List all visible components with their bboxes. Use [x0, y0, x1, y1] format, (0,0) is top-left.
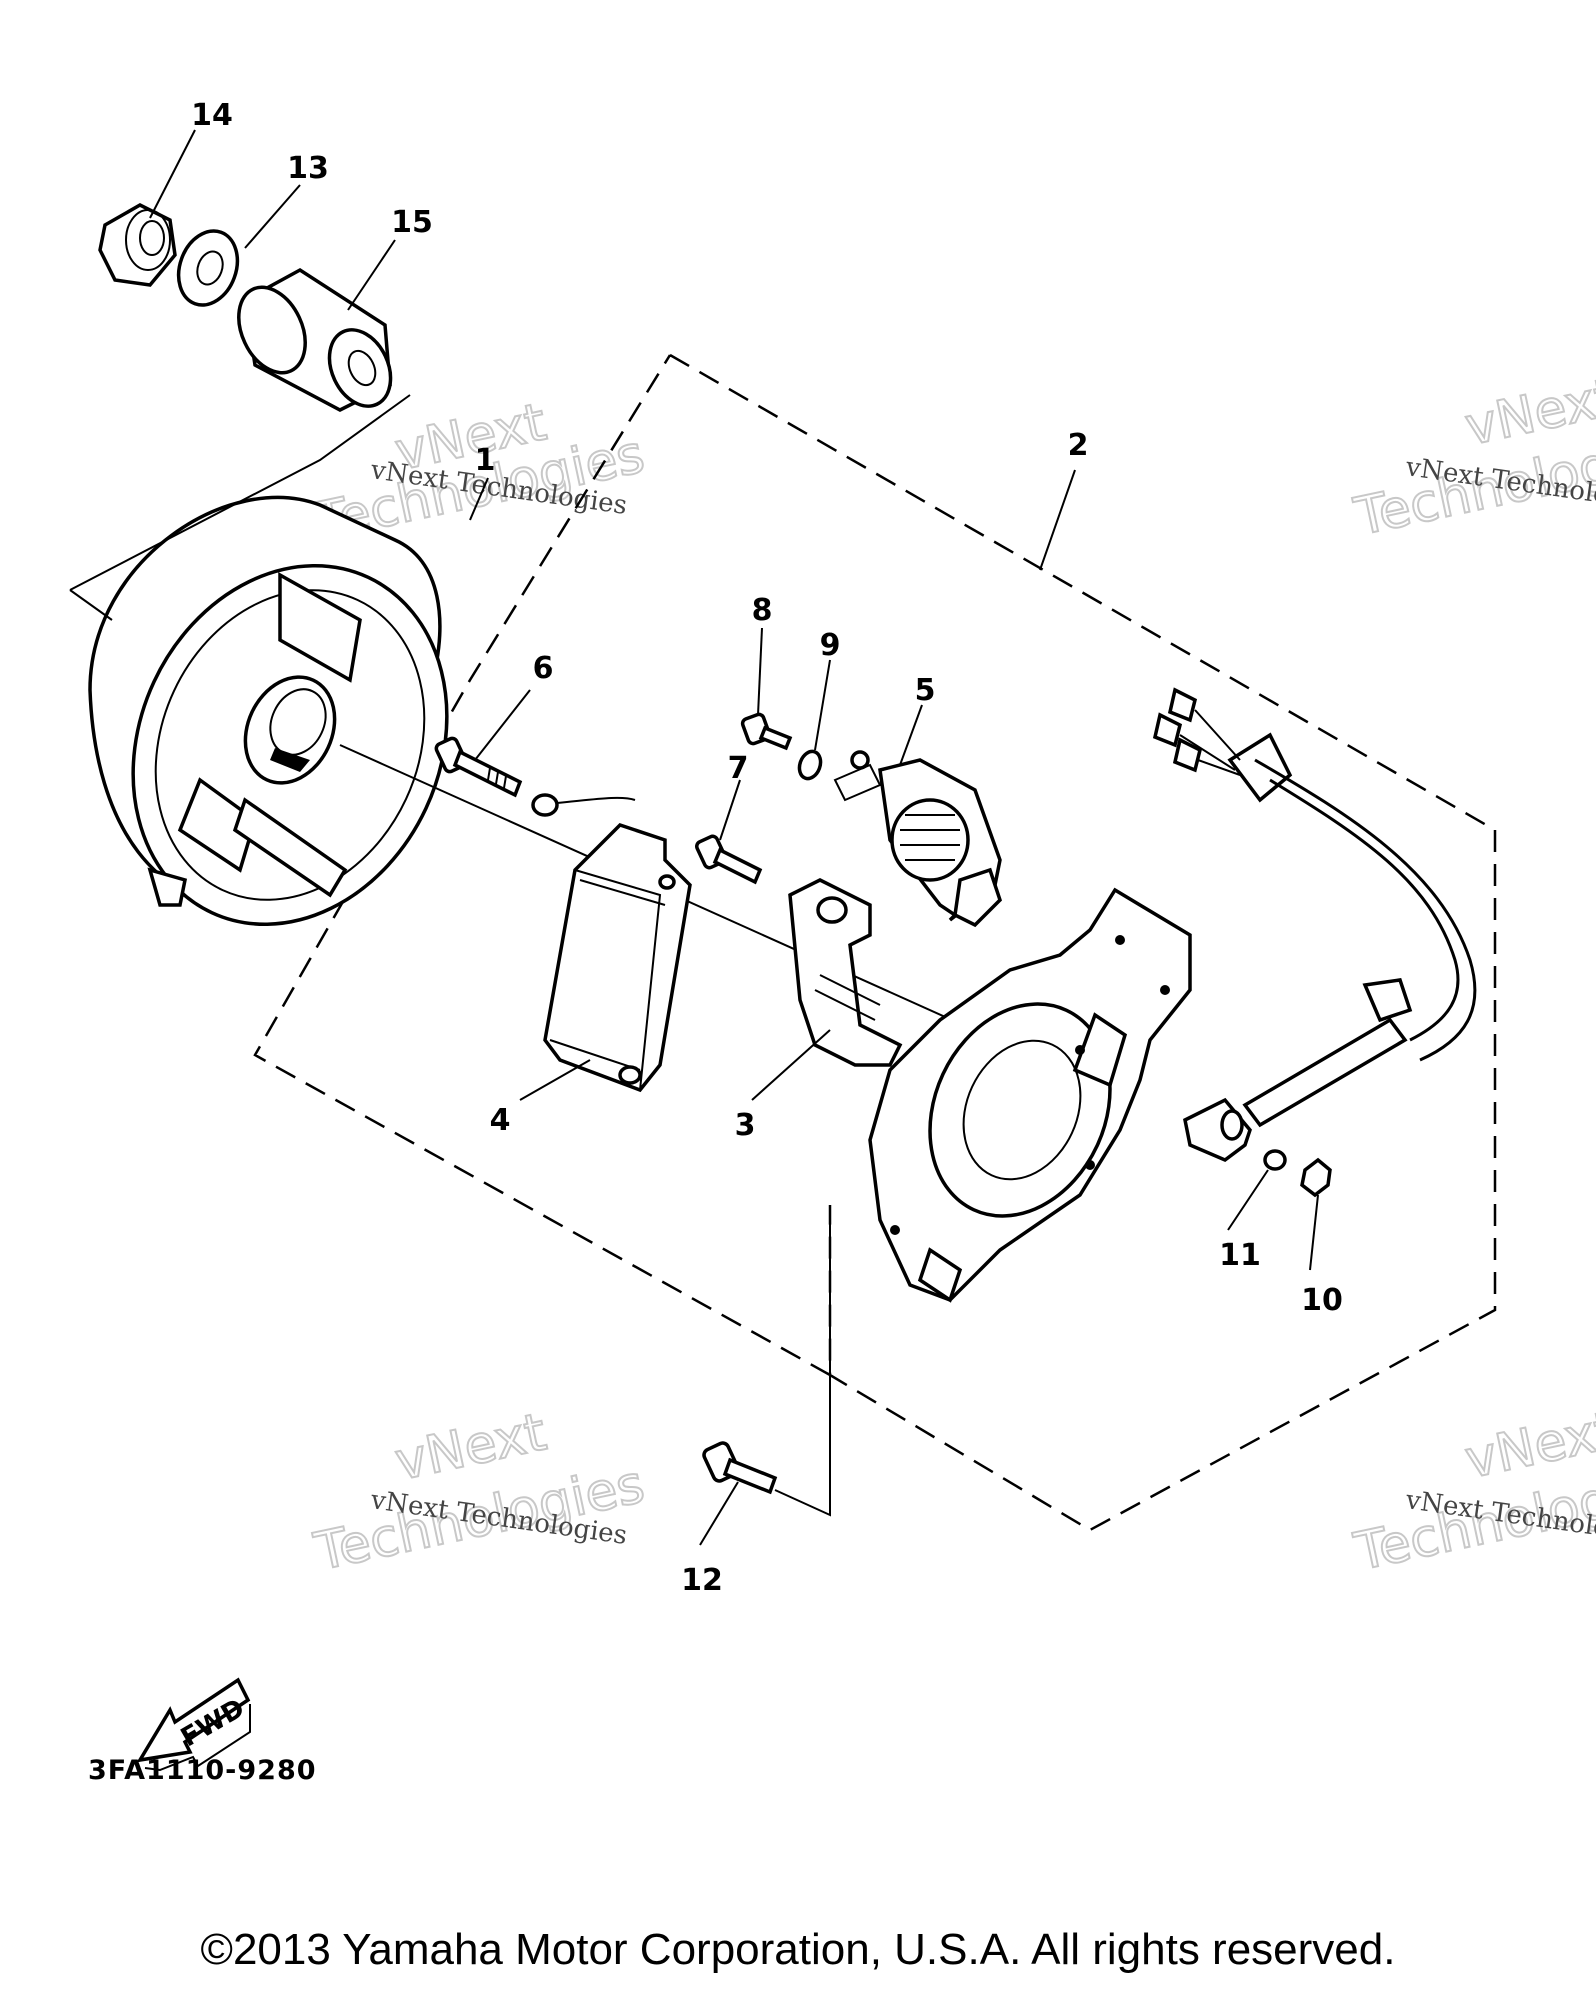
screw-12	[702, 1441, 778, 1495]
callout-11: 11	[1219, 1238, 1261, 1273]
assembly-boundary	[253, 353, 1497, 1532]
grommet-lead	[531, 793, 636, 817]
watermark-bottom-right: vNext Technologies vNext Technologies	[1348, 1399, 1596, 1583]
callout-3: 3	[735, 1108, 756, 1143]
callout-7: 7	[728, 751, 749, 786]
washer-9	[797, 749, 823, 781]
callout-2: 2	[1068, 428, 1089, 463]
washer-13	[176, 229, 240, 307]
screw-7	[695, 834, 763, 885]
callout-1: 1	[475, 443, 496, 478]
flywheel-hardware-bracket	[69, 394, 411, 621]
callout-13: 13	[287, 151, 329, 186]
copyright-notice: ©2013 Yamaha Motor Corporation, U.S.A. A…	[200, 1925, 1396, 1974]
collar-15	[237, 267, 393, 412]
lighting-coil-5	[833, 750, 1003, 928]
stator-base-plate	[868, 887, 1192, 1303]
screw-12-bracket	[774, 1205, 831, 1517]
flywheel-rotor	[88, 495, 449, 927]
callout-12: 12	[681, 1563, 723, 1598]
screw-8	[740, 712, 793, 751]
callout-4: 4	[490, 1103, 511, 1138]
nut-14	[98, 203, 177, 287]
callout-6: 6	[533, 651, 554, 686]
callout-5: 5	[915, 673, 936, 708]
diagram-code: 3FA1110-9280	[88, 1755, 317, 1786]
callout-14: 14	[191, 98, 233, 133]
washer-11	[1263, 1149, 1287, 1171]
callout-10: 10	[1301, 1283, 1343, 1318]
watermark-bottom-left: vNext Technologies vNext Technologies	[308, 1401, 650, 1583]
callout-9: 9	[820, 628, 841, 663]
pulser-coil-3	[788, 878, 903, 1067]
screw-6	[434, 736, 523, 798]
wire-harness	[1152, 687, 1477, 1163]
screw-10	[1300, 1157, 1332, 1198]
callout-numbers: 1 2 3 4 5 6 7 8 9 10 11 12 13 14 15	[191, 98, 1343, 1598]
callout-15: 15	[391, 205, 433, 240]
leader-lines	[149, 129, 1319, 1546]
watermark-top-right: vNext Technologies vNext Technologies	[1348, 366, 1596, 548]
coil-4	[543, 822, 692, 1093]
callout-8: 8	[752, 593, 773, 628]
